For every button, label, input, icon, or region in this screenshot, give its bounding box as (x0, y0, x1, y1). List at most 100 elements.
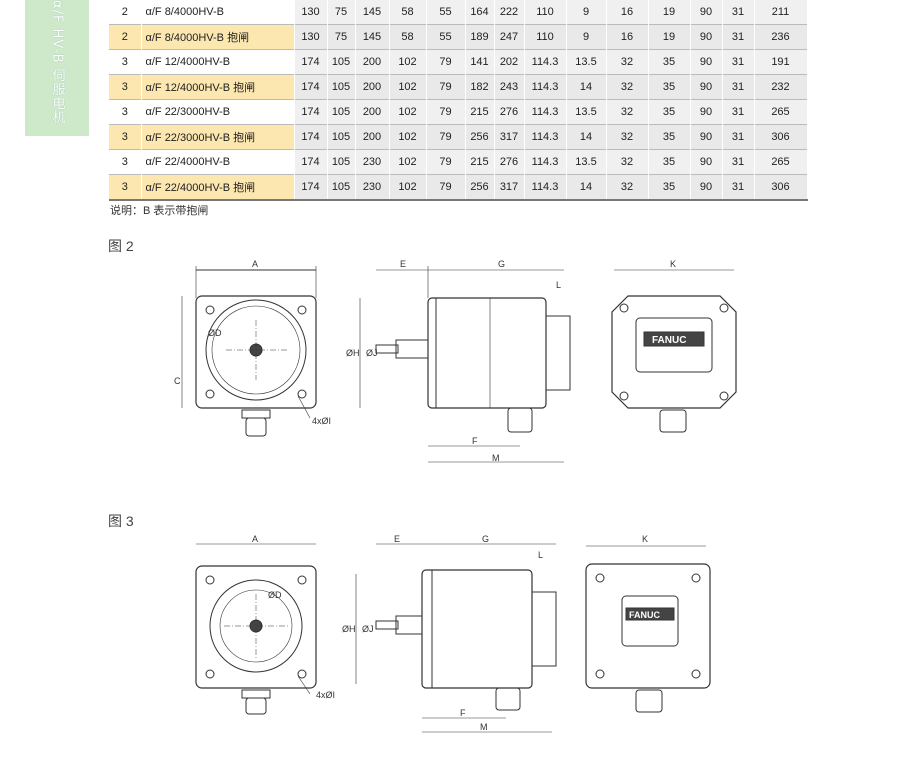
dimension-cell: 19 (648, 0, 691, 25)
dimension-cell: 105 (327, 74, 356, 100)
model-name-cell: α/F 8/4000HV-B 抱闸 (141, 24, 295, 50)
bolt-circle (211, 305, 301, 395)
dimension-cell: 32 (606, 124, 649, 150)
bolt-hole (205, 305, 215, 315)
chapter-side-tab: α/F HV-B 伺服电机 (25, 0, 89, 136)
dimension-cell: 114.3 (524, 99, 567, 125)
dimension-cell: 35 (648, 49, 691, 75)
dimension-cell: 55 (426, 24, 466, 50)
front-view (181, 266, 317, 437)
dimension-cell: 191 (754, 49, 808, 75)
dimension-cell: 90 (690, 0, 723, 25)
dim-label-d: ØD (268, 590, 282, 600)
dimension-cell: 90 (690, 49, 723, 75)
dimension-cell: 35 (648, 149, 691, 175)
dimension-cell: 90 (690, 174, 723, 200)
bolt-hole (297, 389, 307, 399)
dimension-cell: 58 (389, 0, 427, 25)
dimension-cell: 174 (294, 124, 328, 150)
dimension-cell: 110 (524, 24, 567, 50)
dimension-cell: 236 (754, 24, 808, 50)
leader-line (297, 675, 311, 695)
dim-label-j: ØJ (362, 624, 374, 634)
dimension-cell: 14 (566, 74, 607, 100)
dimension-cell: 276 (494, 149, 525, 175)
bolt-hole (595, 669, 605, 679)
shaft (375, 344, 399, 354)
dimension-cell: 16 (606, 24, 649, 50)
dimension-cell: 35 (648, 99, 691, 125)
dimension-cell: 32 (606, 74, 649, 100)
dimension-cell: 317 (494, 124, 525, 150)
dimension-cell: 174 (294, 49, 328, 75)
dimension-cell: 174 (294, 174, 328, 200)
dim-label-f: F (472, 436, 478, 446)
fanuc-logo: FANUC (629, 610, 660, 620)
dim-label-c: C (174, 376, 181, 386)
dimension-cell: 265 (754, 99, 808, 125)
connector-base (241, 409, 271, 419)
dimension-cell: 202 (494, 49, 525, 75)
dimension-cell: 35 (648, 124, 691, 150)
figure-number-cell: 3 (109, 74, 142, 100)
figure-number-cell: 2 (109, 24, 142, 50)
bolt-hole (619, 303, 629, 313)
flange-square (195, 565, 317, 689)
bolt-hole (297, 305, 307, 315)
model-name-cell: α/F 12/4000HV-B 抱闸 (141, 74, 295, 100)
dimension-cell: 35 (648, 174, 691, 200)
shaft-boss (395, 339, 429, 359)
dimension-cell: 130 (294, 0, 328, 25)
dimension-cell: 14 (566, 124, 607, 150)
dimension-cell: 182 (465, 74, 495, 100)
dimension-cell: 247 (494, 24, 525, 50)
dim-label-h: ØH (342, 624, 356, 634)
dimension-cell: 31 (722, 0, 755, 25)
dimension-cell: 35 (648, 74, 691, 100)
encoder-cover (635, 317, 713, 373)
dimension-cell: 79 (426, 174, 466, 200)
model-name-cell: α/F 12/4000HV-B (141, 49, 295, 75)
dimension-cell: 31 (722, 99, 755, 125)
dimension-cell: 75 (327, 24, 356, 50)
dimension-cell: 114.3 (524, 149, 567, 175)
figure-2-drawing: A C ØD 4xØI E G L ØH ØJ F M K FANUC (174, 259, 737, 463)
dimension-cell: 16 (606, 0, 649, 25)
dim-label-f: F (460, 708, 466, 718)
dimension-cell: 215 (465, 99, 495, 125)
figure-number-cell: 3 (109, 49, 142, 75)
dimension-cell: 9 (566, 24, 607, 50)
dimension-cell: 114.3 (524, 49, 567, 75)
dimension-cell: 9 (566, 0, 607, 25)
dimension-cell: 31 (722, 24, 755, 50)
bolt-hole (205, 669, 215, 679)
front-view (195, 543, 317, 715)
bolt-hole (297, 575, 307, 585)
dimension-cell: 105 (327, 149, 356, 175)
dim-label-h: ØH (346, 348, 360, 358)
dimension-cell: 243 (494, 74, 525, 100)
side-connector (495, 687, 521, 711)
dimension-cell: 79 (426, 99, 466, 125)
fanuc-logo: FANUC (652, 335, 686, 346)
figure-3-label: 图 3 (108, 513, 134, 529)
dimension-cell: 90 (690, 24, 723, 50)
dimension-cell: 79 (426, 124, 466, 150)
dim-label-l: L (538, 550, 543, 560)
dimension-cell: 31 (722, 124, 755, 150)
dimension-cell: 90 (690, 74, 723, 100)
dimension-cell: 79 (426, 149, 466, 175)
dim-label-a: A (252, 534, 258, 544)
rear-connector (659, 409, 687, 433)
figure-3-drawing: A ØD 4xØI E G L ØH ØJ F M K FANUC (195, 534, 711, 733)
bolt-hole (691, 573, 701, 583)
bolt-hole (205, 575, 215, 585)
shaft (375, 620, 399, 630)
dimension-cell: 256 (465, 124, 495, 150)
dimension-cell: 174 (294, 99, 328, 125)
